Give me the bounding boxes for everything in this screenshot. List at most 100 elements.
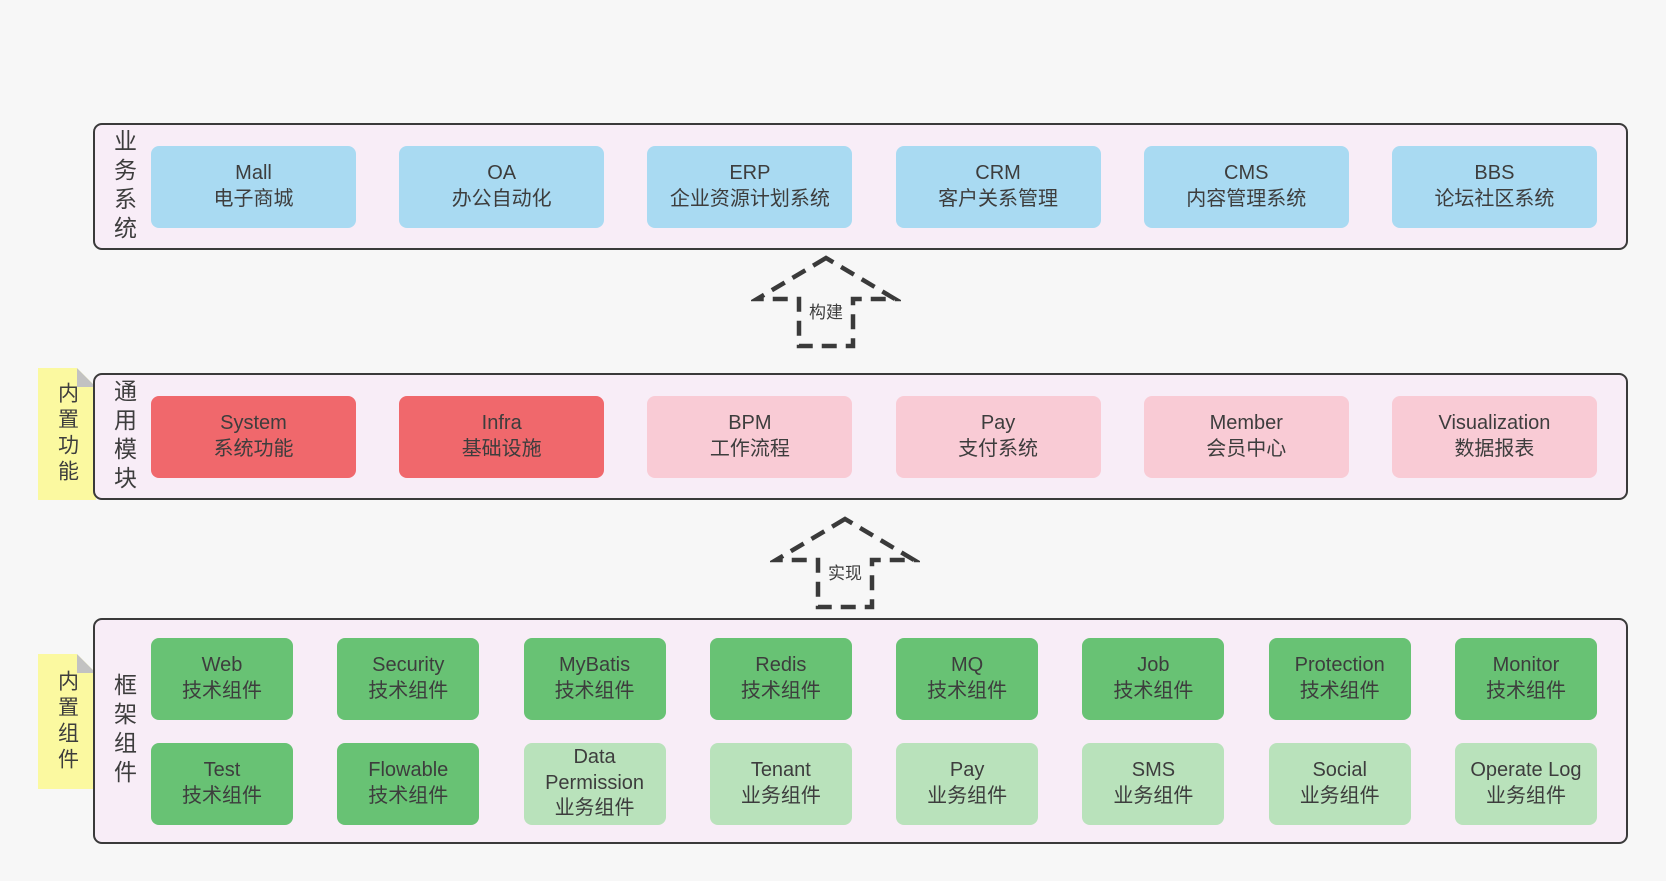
box-pay: Pay 支付系统 xyxy=(895,395,1101,478)
layer-side-label-column: 框架组件 xyxy=(95,620,151,842)
box-subtitle: 业务组件 xyxy=(1485,784,1566,807)
box-oa: OA 办公自动化 xyxy=(399,145,605,228)
box-title: Test xyxy=(203,758,241,781)
layer-side-label-column: 业务系统 xyxy=(95,125,151,248)
box-system: System 系统功能 xyxy=(151,395,356,478)
box-subtitle: 会员中心 xyxy=(1206,437,1287,460)
layer-label: 框架组件 xyxy=(110,673,137,789)
box-subtitle: 办公自动化 xyxy=(451,187,552,210)
box-title: Flowable xyxy=(368,758,449,781)
box-subtitle: 技术组件 xyxy=(554,679,635,702)
box-subtitle: 业务组件 xyxy=(554,797,635,820)
box-title: Security xyxy=(372,653,445,676)
box-title: System xyxy=(220,411,287,434)
box-bbs: BBS 论坛社区系统 xyxy=(1391,145,1597,228)
box-mq: MQ 技术组件 xyxy=(896,637,1039,720)
box-bpm: BPM 工作流程 xyxy=(647,395,853,478)
box-social: Social 业务组件 xyxy=(1268,742,1411,825)
sticky-note-label: 内置功能 xyxy=(55,382,79,486)
dashed-up-arrow-icon xyxy=(770,516,920,610)
box-flowable: Flowable 技术组件 xyxy=(337,742,480,825)
sticky-note-label: 内置组件 xyxy=(55,669,79,774)
box-subtitle: 电子商城 xyxy=(213,187,294,210)
box-title: Pay xyxy=(949,758,985,781)
box-subtitle: 系统功能 xyxy=(213,437,294,460)
sticky-note-built-in-functions: 内置功能 xyxy=(38,368,96,500)
arrow-build-label: 构建 xyxy=(804,296,848,325)
sticky-note-built-in-components: 内置组件 xyxy=(38,654,96,789)
box-subtitle: 内容管理系统 xyxy=(1186,187,1307,210)
arrow-implement-label: 实现 xyxy=(823,557,867,586)
box-subtitle: 业务组件 xyxy=(740,784,821,807)
box-title: Monitor xyxy=(1492,653,1560,676)
box-subtitle: 论坛社区系统 xyxy=(1434,187,1555,210)
box-title: CRM xyxy=(975,161,1021,184)
box-pay: Pay 业务组件 xyxy=(896,742,1039,825)
box-title: Visualization xyxy=(1438,411,1551,434)
box-subtitle: 技术组件 xyxy=(182,679,262,702)
box-member: Member 会员中心 xyxy=(1143,395,1349,478)
box-title: Web xyxy=(201,653,243,676)
box-subtitle: 技术组件 xyxy=(927,679,1008,702)
box-subtitle: 业务组件 xyxy=(1299,784,1380,807)
box-subtitle: 数据报表 xyxy=(1454,437,1535,460)
box-infra: Infra 基础设施 xyxy=(399,395,605,478)
box-subtitle: 基础设施 xyxy=(461,437,542,460)
box-title: Mall xyxy=(235,161,272,184)
box-title: BPM xyxy=(728,411,772,434)
dashed-up-arrow-icon xyxy=(751,255,901,349)
box-test: Test 技术组件 xyxy=(151,742,293,825)
box-subtitle: 技术组件 xyxy=(368,784,449,807)
box-title: Member xyxy=(1209,411,1283,434)
box-subtitle: 企业资源计划系统 xyxy=(669,187,830,210)
box-subtitle: 技术组件 xyxy=(1299,679,1380,702)
arrow-build: 构建 xyxy=(751,254,901,350)
box-job: Job 技术组件 xyxy=(1082,637,1225,720)
box-subtitle: 技术组件 xyxy=(368,679,449,702)
layer-common-modules: 通用模块 System 系统功能 Infra 基础设施 BPM 工作流程 Pay 支付系统 Me… xyxy=(93,373,1628,500)
box-subtitle: 技术组件 xyxy=(1113,679,1194,702)
box-title: SMS xyxy=(1131,758,1176,781)
box-title: Tenant xyxy=(750,758,811,781)
box-title: OA xyxy=(487,161,517,184)
box-subtitle: 技术组件 xyxy=(182,784,262,807)
box-title: ERP xyxy=(729,161,771,184)
box-redis: Redis 技术组件 xyxy=(709,637,852,720)
box-subtitle: 业务组件 xyxy=(927,784,1008,807)
box-title: Data Permission xyxy=(545,746,645,794)
box-data-permission: Data Permission 业务组件 xyxy=(523,742,666,825)
box-mybatis: MyBatis 技术组件 xyxy=(523,637,666,720)
box-security: Security 技术组件 xyxy=(337,637,480,720)
box-title: MQ xyxy=(951,653,984,676)
box-protection: Protection 技术组件 xyxy=(1268,637,1411,720)
box-subtitle: 业务组件 xyxy=(1113,784,1194,807)
box-subtitle: 技术组件 xyxy=(740,679,821,702)
layer-label: 通用模块 xyxy=(110,378,137,495)
box-title: MyBatis xyxy=(559,653,631,676)
box-title: Job xyxy=(1137,653,1170,676)
box-title: Social xyxy=(1312,758,1367,781)
box-title: Protection xyxy=(1294,653,1385,676)
box-sms: SMS 业务组件 xyxy=(1082,742,1225,825)
layer-side-label-column: 通用模块 xyxy=(95,375,151,498)
box-title: Redis xyxy=(755,653,807,676)
box-visualization: Visualization 数据报表 xyxy=(1391,395,1597,478)
box-tenant: Tenant 业务组件 xyxy=(709,742,852,825)
box-web: Web 技术组件 xyxy=(151,637,293,720)
box-subtitle: 工作流程 xyxy=(709,437,790,460)
box-subtitle: 支付系统 xyxy=(958,437,1039,460)
box-mall: Mall 电子商城 xyxy=(151,145,356,228)
box-title: BBS xyxy=(1474,161,1515,184)
box-title: Pay xyxy=(980,411,1016,434)
box-title: Infra xyxy=(481,411,522,434)
